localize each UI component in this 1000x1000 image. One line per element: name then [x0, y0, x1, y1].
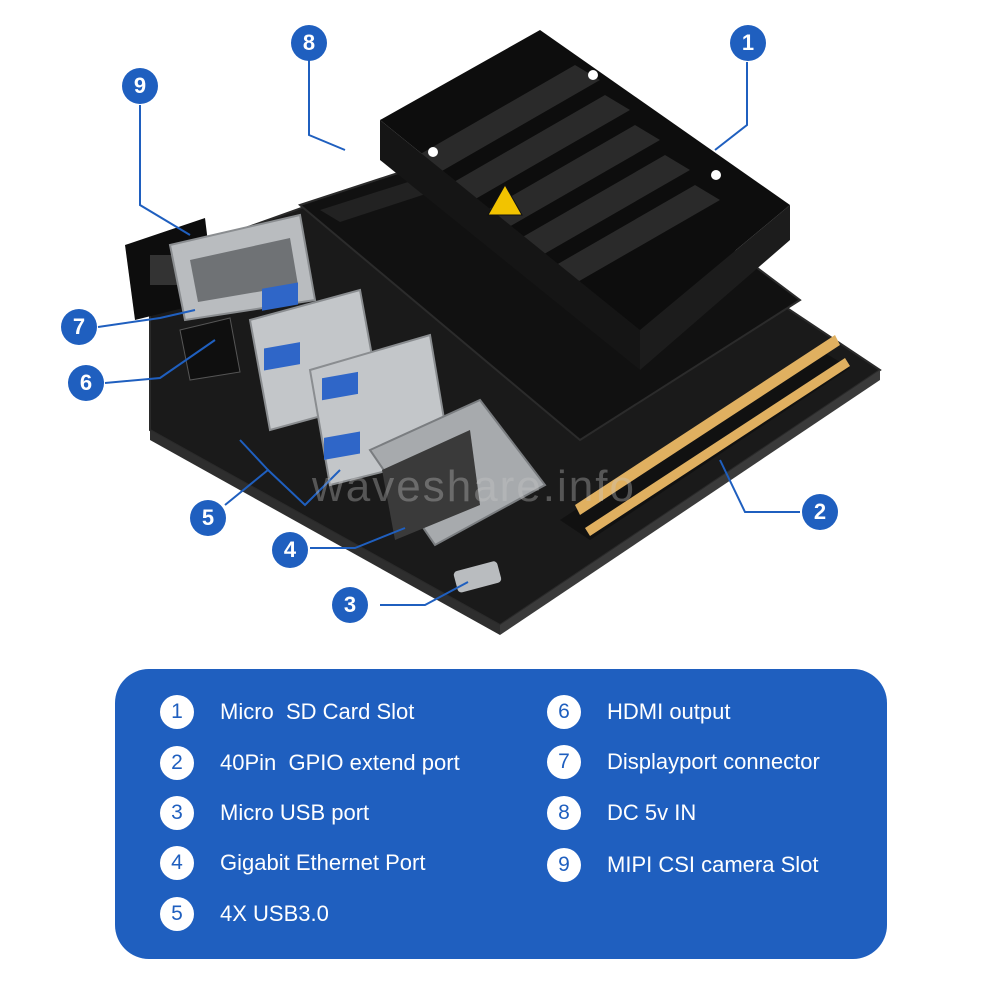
callout-1: 1	[730, 25, 766, 61]
board-image	[97, 30, 882, 635]
watermark: waveshare.info	[312, 462, 636, 511]
legend-label: Displayport connector	[607, 749, 820, 774]
pcb-edge-left	[150, 430, 500, 635]
callout-6: 6	[68, 365, 104, 401]
legend-number: 6	[547, 695, 581, 729]
legend-item-3: 3 Micro USB port	[160, 793, 369, 833]
legend-label: Micro USB port	[220, 800, 370, 825]
legend-item-8: 8 DC 5v IN	[547, 793, 696, 833]
legend-label: Gigabit Ethernet Port	[220, 850, 426, 875]
legend-number: 2	[160, 746, 194, 780]
legend-label: MIPI CSI camera Slot	[607, 852, 819, 877]
micro-usb-port	[453, 561, 502, 593]
legend-label: 4X USB3.0	[220, 901, 329, 926]
legend-number: 3	[160, 796, 194, 830]
legend-label: HDMI output	[607, 699, 731, 724]
legend-item-6: 6 HDMI output	[547, 692, 731, 732]
callout-7: 7	[61, 309, 97, 345]
legend-item-9: 9 MIPI CSI camera Slot	[547, 845, 819, 885]
pcb-edge	[500, 370, 880, 635]
legend-item-5: 5 4X USB3.0	[160, 894, 329, 934]
legend-number: 9	[547, 848, 581, 882]
legend-label: Micro SD Card Slot	[220, 699, 415, 724]
legend-number: 5	[160, 897, 194, 931]
warning-label	[487, 183, 523, 216]
callout-5: 5	[190, 500, 226, 536]
legend-item-1: 1 Micro SD Card Slot	[160, 692, 414, 732]
legend-item-7: 7 Displayport connector	[547, 742, 820, 782]
legend-number: 1	[160, 695, 194, 729]
leader-lines	[97, 60, 800, 606]
board-illustration: waveshare.info 1 2 3 4 5 6 7 8 9	[61, 25, 882, 635]
legend-number: 8	[547, 796, 581, 830]
legend-label: 40Pin GPIO extend port	[220, 750, 460, 775]
gpio-header	[560, 335, 850, 540]
legend-number: 7	[547, 745, 581, 779]
legend-item-2: 2 40Pin GPIO extend port	[160, 743, 460, 783]
legend-panel: 1 Micro SD Card Slot 2 40Pin GPIO extend…	[115, 669, 887, 959]
usb-ports	[248, 282, 452, 487]
heatsink	[380, 30, 790, 370]
legend-label: DC 5v IN	[607, 800, 697, 825]
hdmi-port	[179, 317, 241, 381]
callout-4: 4	[272, 532, 308, 568]
legend-number: 4	[160, 846, 194, 880]
callout-3: 3	[332, 587, 368, 623]
callout-2: 2	[802, 494, 838, 530]
legend-item-4: 4 Gigabit Ethernet Port	[160, 843, 425, 883]
callout-8: 8	[291, 25, 327, 61]
callout-9: 9	[122, 68, 158, 104]
